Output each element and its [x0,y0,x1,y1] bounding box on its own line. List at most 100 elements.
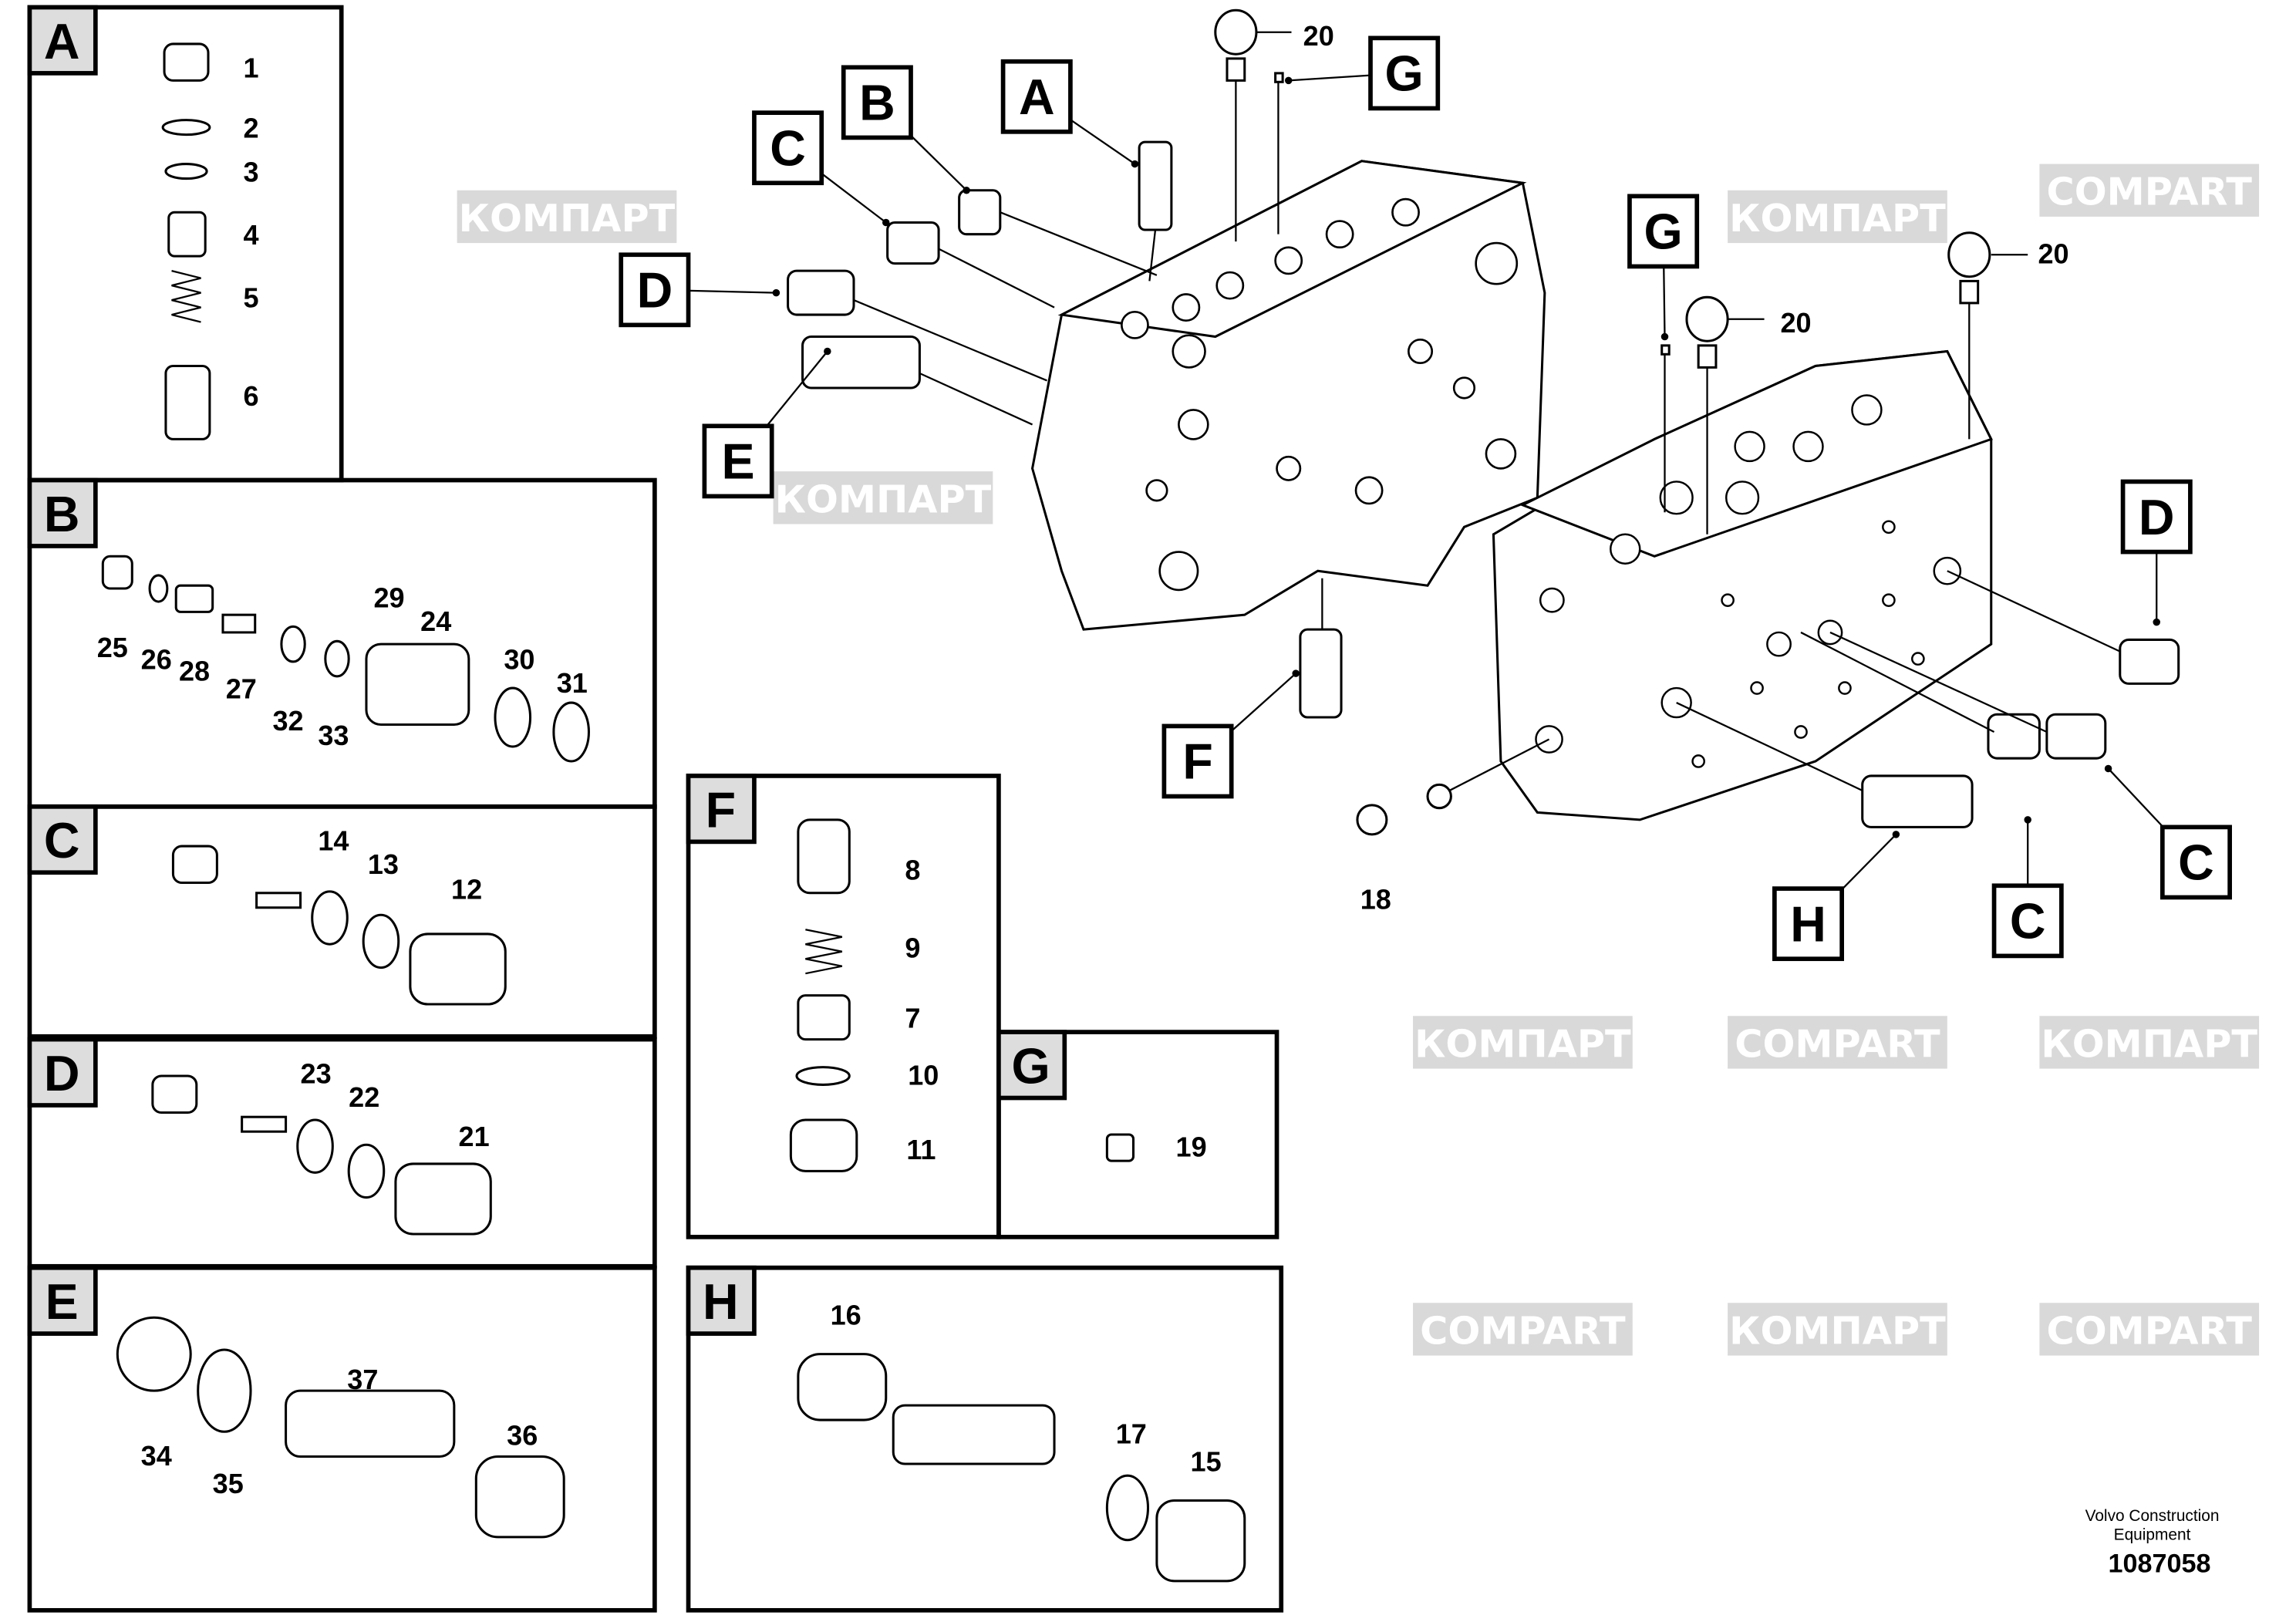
part-number-36[interactable]: 36 [507,1419,538,1451]
part-number-11[interactable]: 11 [906,1134,936,1165]
part-number-28[interactable]: 28 [179,656,210,687]
part-number-16[interactable]: 16 [831,1300,861,1331]
panel-f: F [686,774,1001,1239]
watermark: КОМПАРТ [2039,1016,2260,1069]
detail-part-glyphs [101,42,1246,1583]
part-number-20[interactable]: 20 [2038,238,2068,270]
part-number-2[interactable]: 2 [244,112,259,143]
part-number-37[interactable]: 37 [347,1364,378,1395]
part-number-26[interactable]: 26 [141,643,172,675]
part-number-32[interactable]: 32 [272,705,303,737]
panel-h: H [686,1265,1284,1613]
part-number-35[interactable]: 35 [213,1468,244,1499]
panel-e: E [27,1265,657,1613]
footer-company-line1: Volvo Construction [2085,1507,2220,1525]
svg-text:КОМПАРТ: КОМПАРТ [775,477,992,521]
watermark-layer: КОМПАРТ КОМПАРТ COMPART КОМПАРТ КОМПАРТ COMPA… [457,164,2260,1356]
lifting-eye-20 [1685,295,1765,534]
svg-text:B: B [859,76,895,131]
part-number-19[interactable]: 19 [1176,1131,1207,1162]
svg-text:D: D [2139,490,2175,545]
lifting-eye-20 [1214,8,1292,242]
part-number-21[interactable]: 21 [459,1121,490,1152]
panel-label: H [703,1274,739,1330]
part-number-5[interactable]: 5 [244,282,259,314]
watermark: COMPART [1413,1303,1633,1356]
svg-text:C: C [2178,835,2214,891]
svg-text:G: G [1644,204,1683,260]
callout-a[interactable]: A [1000,59,1139,168]
part-number-15[interactable]: 15 [1191,1446,1222,1478]
watermark: КОМПАРТ [1413,1016,1633,1069]
svg-text:A: A [1019,69,1055,125]
part-number-13[interactable]: 13 [368,848,399,880]
part-number-1[interactable]: 1 [244,52,259,84]
svg-text:КОМПАРТ: КОМПАРТ [459,196,676,241]
part-number-3[interactable]: 3 [244,156,259,187]
panel-g: G [996,1030,1279,1239]
part-number-17[interactable]: 17 [1116,1418,1147,1449]
panel-b: B [27,477,657,809]
title-block: Volvo Construction Equipment 1087058 [2085,1507,2220,1578]
part-number-7[interactable]: 7 [905,1002,920,1034]
part-number-27[interactable]: 27 [226,673,257,704]
part-number-9[interactable]: 9 [905,932,920,963]
svg-text:G: G [1385,46,1424,102]
part-number-18[interactable]: 18 [1360,884,1391,916]
part-number-14[interactable]: 14 [318,825,349,857]
svg-text:COMPART: COMPART [1735,1021,1940,1066]
panel-label: F [706,782,736,838]
part-number-34[interactable]: 34 [141,1440,172,1472]
part-number-10[interactable]: 10 [908,1059,939,1091]
watermark: COMPART [2039,164,2260,217]
svg-text:COMPART: COMPART [2047,170,2253,214]
callout-c[interactable]: C [2104,764,2232,900]
svg-text:C: C [770,120,806,176]
callout-d[interactable]: D [619,252,781,328]
part-number-33[interactable]: 33 [318,720,349,751]
lifting-eye-20 [1947,231,2028,440]
svg-text:COMPART: COMPART [2047,1308,2253,1353]
svg-text:КОМПАРТ: КОМПАРТ [1729,1308,1946,1353]
part-number-20[interactable]: 20 [1303,20,1334,52]
panel-label: C [44,813,80,868]
watermark: КОМПАРТ [773,471,993,524]
footer-company-line2: Equipment [2114,1526,2191,1544]
part-number-25[interactable]: 25 [97,632,128,663]
control-valve-block-right [1492,349,1993,821]
panel-label: E [46,1274,79,1330]
callout-b[interactable]: B [841,65,970,194]
callout-h[interactable]: H [1772,831,1900,962]
part-number-23[interactable]: 23 [301,1058,332,1090]
part-number-20[interactable]: 20 [1780,307,1811,339]
part-number-12[interactable]: 12 [451,873,482,905]
part-number-6[interactable]: 6 [244,380,259,412]
part-number-31[interactable]: 31 [557,667,588,699]
panel-label: A [44,14,80,69]
watermark: COMPART [2039,1303,2260,1356]
part-number-29[interactable]: 29 [373,582,404,614]
watermark: COMPART [1728,1016,1947,1069]
part-number-4[interactable]: 4 [244,219,259,251]
callout-c[interactable]: C [752,110,890,227]
panel-label: G [1012,1039,1050,1094]
callout-d[interactable]: D [2120,479,2193,626]
svg-text:D: D [637,263,673,319]
watermark: КОМПАРТ [1728,190,1947,244]
watermark: КОМПАРТ [1728,1303,1947,1356]
part-number-22[interactable]: 22 [349,1081,379,1113]
panel-d: D [27,1037,657,1269]
part-number-30[interactable]: 30 [504,643,534,675]
callout-g[interactable]: G [1284,35,1441,111]
part-number-8[interactable]: 8 [905,855,920,886]
callout-e[interactable]: E [702,347,831,499]
callout-c[interactable]: C [1991,816,2064,959]
control-valve-block-left [1030,160,1546,631]
svg-text:COMPART: COMPART [1420,1308,1626,1353]
callout-f[interactable]: F [1161,669,1300,799]
part-number-24[interactable]: 24 [420,605,451,637]
callout-g[interactable]: G [1627,194,1700,341]
